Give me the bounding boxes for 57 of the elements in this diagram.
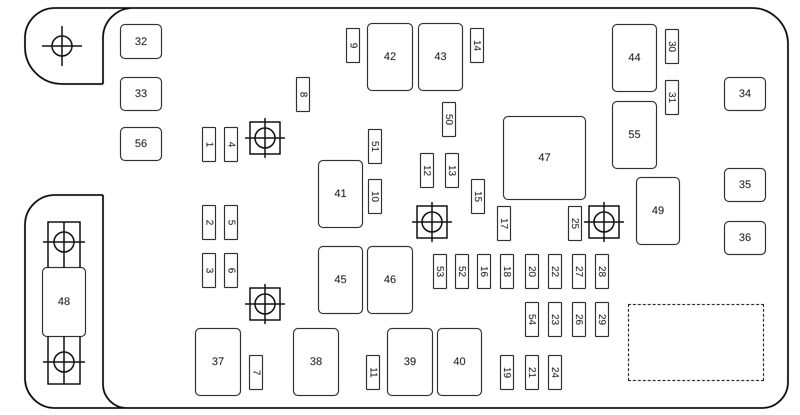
- fuse-slot: 17: [497, 206, 511, 241]
- relay-slot: 44: [612, 24, 657, 92]
- fuse-slot: 8: [296, 77, 310, 112]
- fuse-slot: 51: [368, 129, 382, 164]
- fuse-slot: 26: [572, 302, 586, 337]
- fuse-slot: 21: [525, 355, 539, 390]
- fuse-slot: 28: [595, 254, 609, 289]
- fuse-slot: 6: [224, 253, 238, 288]
- relay-slot: 32: [120, 24, 162, 59]
- fuse-slot: 30: [665, 29, 679, 64]
- relay-slot: 37: [195, 328, 241, 396]
- fuse-slot: 3: [202, 253, 216, 288]
- fuse-slot: 1: [202, 127, 216, 162]
- relay-slot: 45: [318, 246, 363, 314]
- fuse-slot: 18: [500, 254, 514, 289]
- relay-slot: 38: [293, 328, 339, 396]
- fuse-slot: 4: [224, 127, 238, 162]
- fuse-slot: 13: [445, 153, 459, 188]
- relay-slot: 47: [503, 116, 586, 200]
- relay-slot: 48: [42, 267, 86, 337]
- fuse-slot: 10: [368, 179, 382, 214]
- fuse-slot: 15: [471, 179, 485, 214]
- fuse-slot: 31: [665, 80, 679, 115]
- relay-slot: 41: [318, 160, 363, 228]
- relay-slot: 43: [418, 23, 463, 91]
- fuse-slot: 52: [455, 254, 469, 289]
- relay-slot: 34: [724, 77, 766, 111]
- fuse-slot: 2: [202, 205, 216, 240]
- relay-slot: 46: [367, 246, 413, 314]
- fuse-slot: 50: [442, 102, 456, 137]
- relay-slot: 39: [387, 328, 433, 396]
- fuse-slot: 29: [595, 302, 609, 337]
- fuse-slot: 7: [249, 355, 263, 390]
- fuse-slot: 22: [548, 254, 562, 289]
- fuse-slot: 20: [525, 254, 539, 289]
- relay-slot: 42: [367, 23, 413, 91]
- relay-slot: 36: [724, 221, 766, 255]
- fuse-slot: 16: [477, 254, 491, 289]
- fuse-slot: 54: [525, 302, 539, 337]
- empty-slot-outline: [628, 304, 764, 381]
- relay-slot: 56: [120, 127, 162, 161]
- relay-slot: 40: [437, 328, 482, 396]
- fuse-slot: 25: [568, 206, 582, 241]
- fuse-slot: 27: [572, 254, 586, 289]
- relay-slot: 55: [612, 101, 657, 169]
- fuse-slot: 12: [420, 153, 434, 188]
- fuse-slot: 53: [433, 254, 447, 289]
- fuse-slot: 9: [346, 28, 360, 63]
- fuse-slot: 14: [470, 28, 484, 63]
- fuse-slot: 19: [500, 355, 514, 390]
- relay-slot: 33: [120, 77, 162, 111]
- fuse-slot: 24: [548, 355, 562, 390]
- fuse-slot: 5: [224, 205, 238, 240]
- relay-slot: 49: [636, 177, 680, 245]
- fuse-slot: 23: [548, 302, 562, 337]
- fuse-slot: 11: [366, 355, 380, 390]
- relay-slot: 35: [724, 168, 766, 202]
